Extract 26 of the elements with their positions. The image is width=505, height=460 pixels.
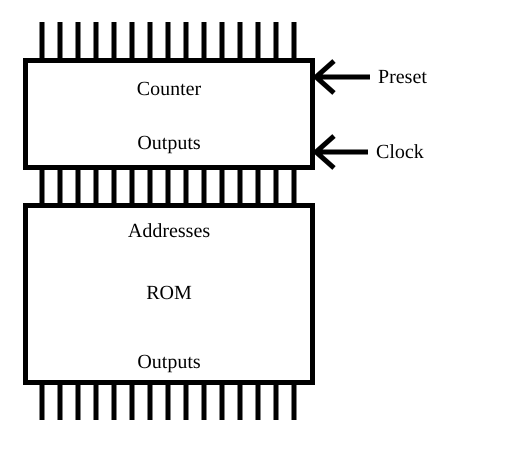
- arrow: [314, 134, 368, 170]
- connecting-pin: [148, 170, 152, 203]
- block-label: Outputs: [137, 132, 201, 154]
- connecting-pin: [184, 170, 188, 203]
- connecting-pin: [292, 170, 296, 203]
- counter-block: [23, 58, 315, 170]
- block-label: Outputs: [137, 351, 201, 373]
- connecting-pin: [58, 170, 62, 203]
- rom-block: [23, 203, 315, 385]
- arrow: [314, 58, 370, 96]
- signal-label: Preset: [378, 66, 427, 88]
- block-label: Addresses: [128, 220, 210, 242]
- connecting-pin: [256, 170, 260, 203]
- connecting-pin: [238, 170, 242, 203]
- connecting-pin: [94, 170, 98, 203]
- signal-label: Clock: [376, 141, 424, 163]
- connecting-pin: [130, 170, 134, 203]
- connecting-pin: [202, 170, 206, 203]
- connecting-pin: [40, 170, 44, 203]
- connecting-pin: [112, 170, 116, 203]
- block-label: Counter: [136, 78, 202, 100]
- connecting-pin: [274, 170, 278, 203]
- block-label: ROM: [146, 282, 192, 304]
- connecting-pin: [220, 170, 224, 203]
- connecting-pin: [166, 170, 170, 203]
- connecting-pin: [76, 170, 80, 203]
